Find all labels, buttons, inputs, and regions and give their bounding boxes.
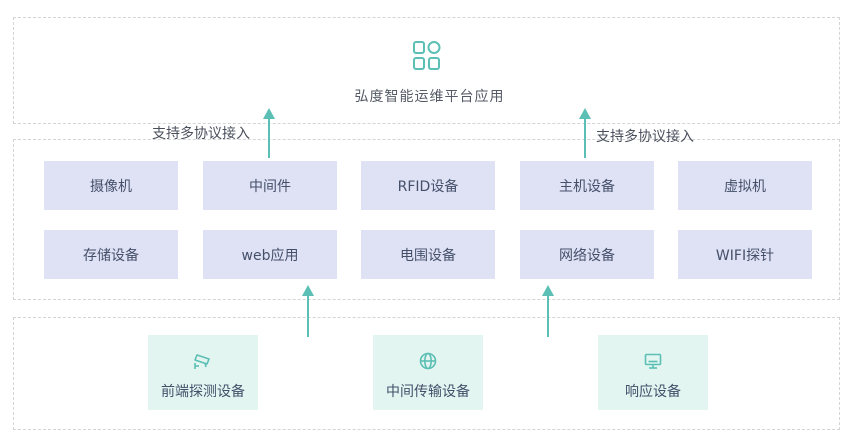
source-label: 响应设备 [625,384,681,400]
device-layer-panel [13,139,840,300]
globe-icon [418,351,438,371]
device-middleware: 中间件 [203,161,337,210]
source-label: 前端探测设备 [161,384,245,400]
device-rfid: RFID设备 [361,161,495,210]
monitor-icon [643,351,663,371]
source-front-detection: 前端探测设备 [148,335,258,410]
device-camera: 摄像机 [44,161,178,210]
device-storage: 存储设备 [44,230,178,279]
device-wifi-probe: WIFI探针 [678,230,812,279]
grid-apps-icon [412,40,442,72]
device-host: 主机设备 [520,161,654,210]
device-virtual-machine: 虚拟机 [678,161,812,210]
device-web-app: web应用 [203,230,337,279]
device-network: 网络设备 [520,230,654,279]
source-response: 响应设备 [598,335,708,410]
up-arrow-right-bottom [541,285,555,337]
platform-application-panel [13,17,840,124]
device-fence: 电围设备 [361,230,495,279]
up-arrow-left-top [262,108,276,158]
protocol-label-left: 支持多协议接入 [152,126,250,142]
up-arrow-right-top [578,108,592,158]
cctv-camera-icon [193,351,213,371]
source-label: 中间传输设备 [386,384,470,400]
source-transmission: 中间传输设备 [373,335,483,410]
protocol-label-right: 支持多协议接入 [596,129,694,145]
source-layer-panel [13,317,840,430]
up-arrow-left-bottom [301,285,315,337]
platform-title: 弘度智能运维平台应用 [354,89,505,105]
